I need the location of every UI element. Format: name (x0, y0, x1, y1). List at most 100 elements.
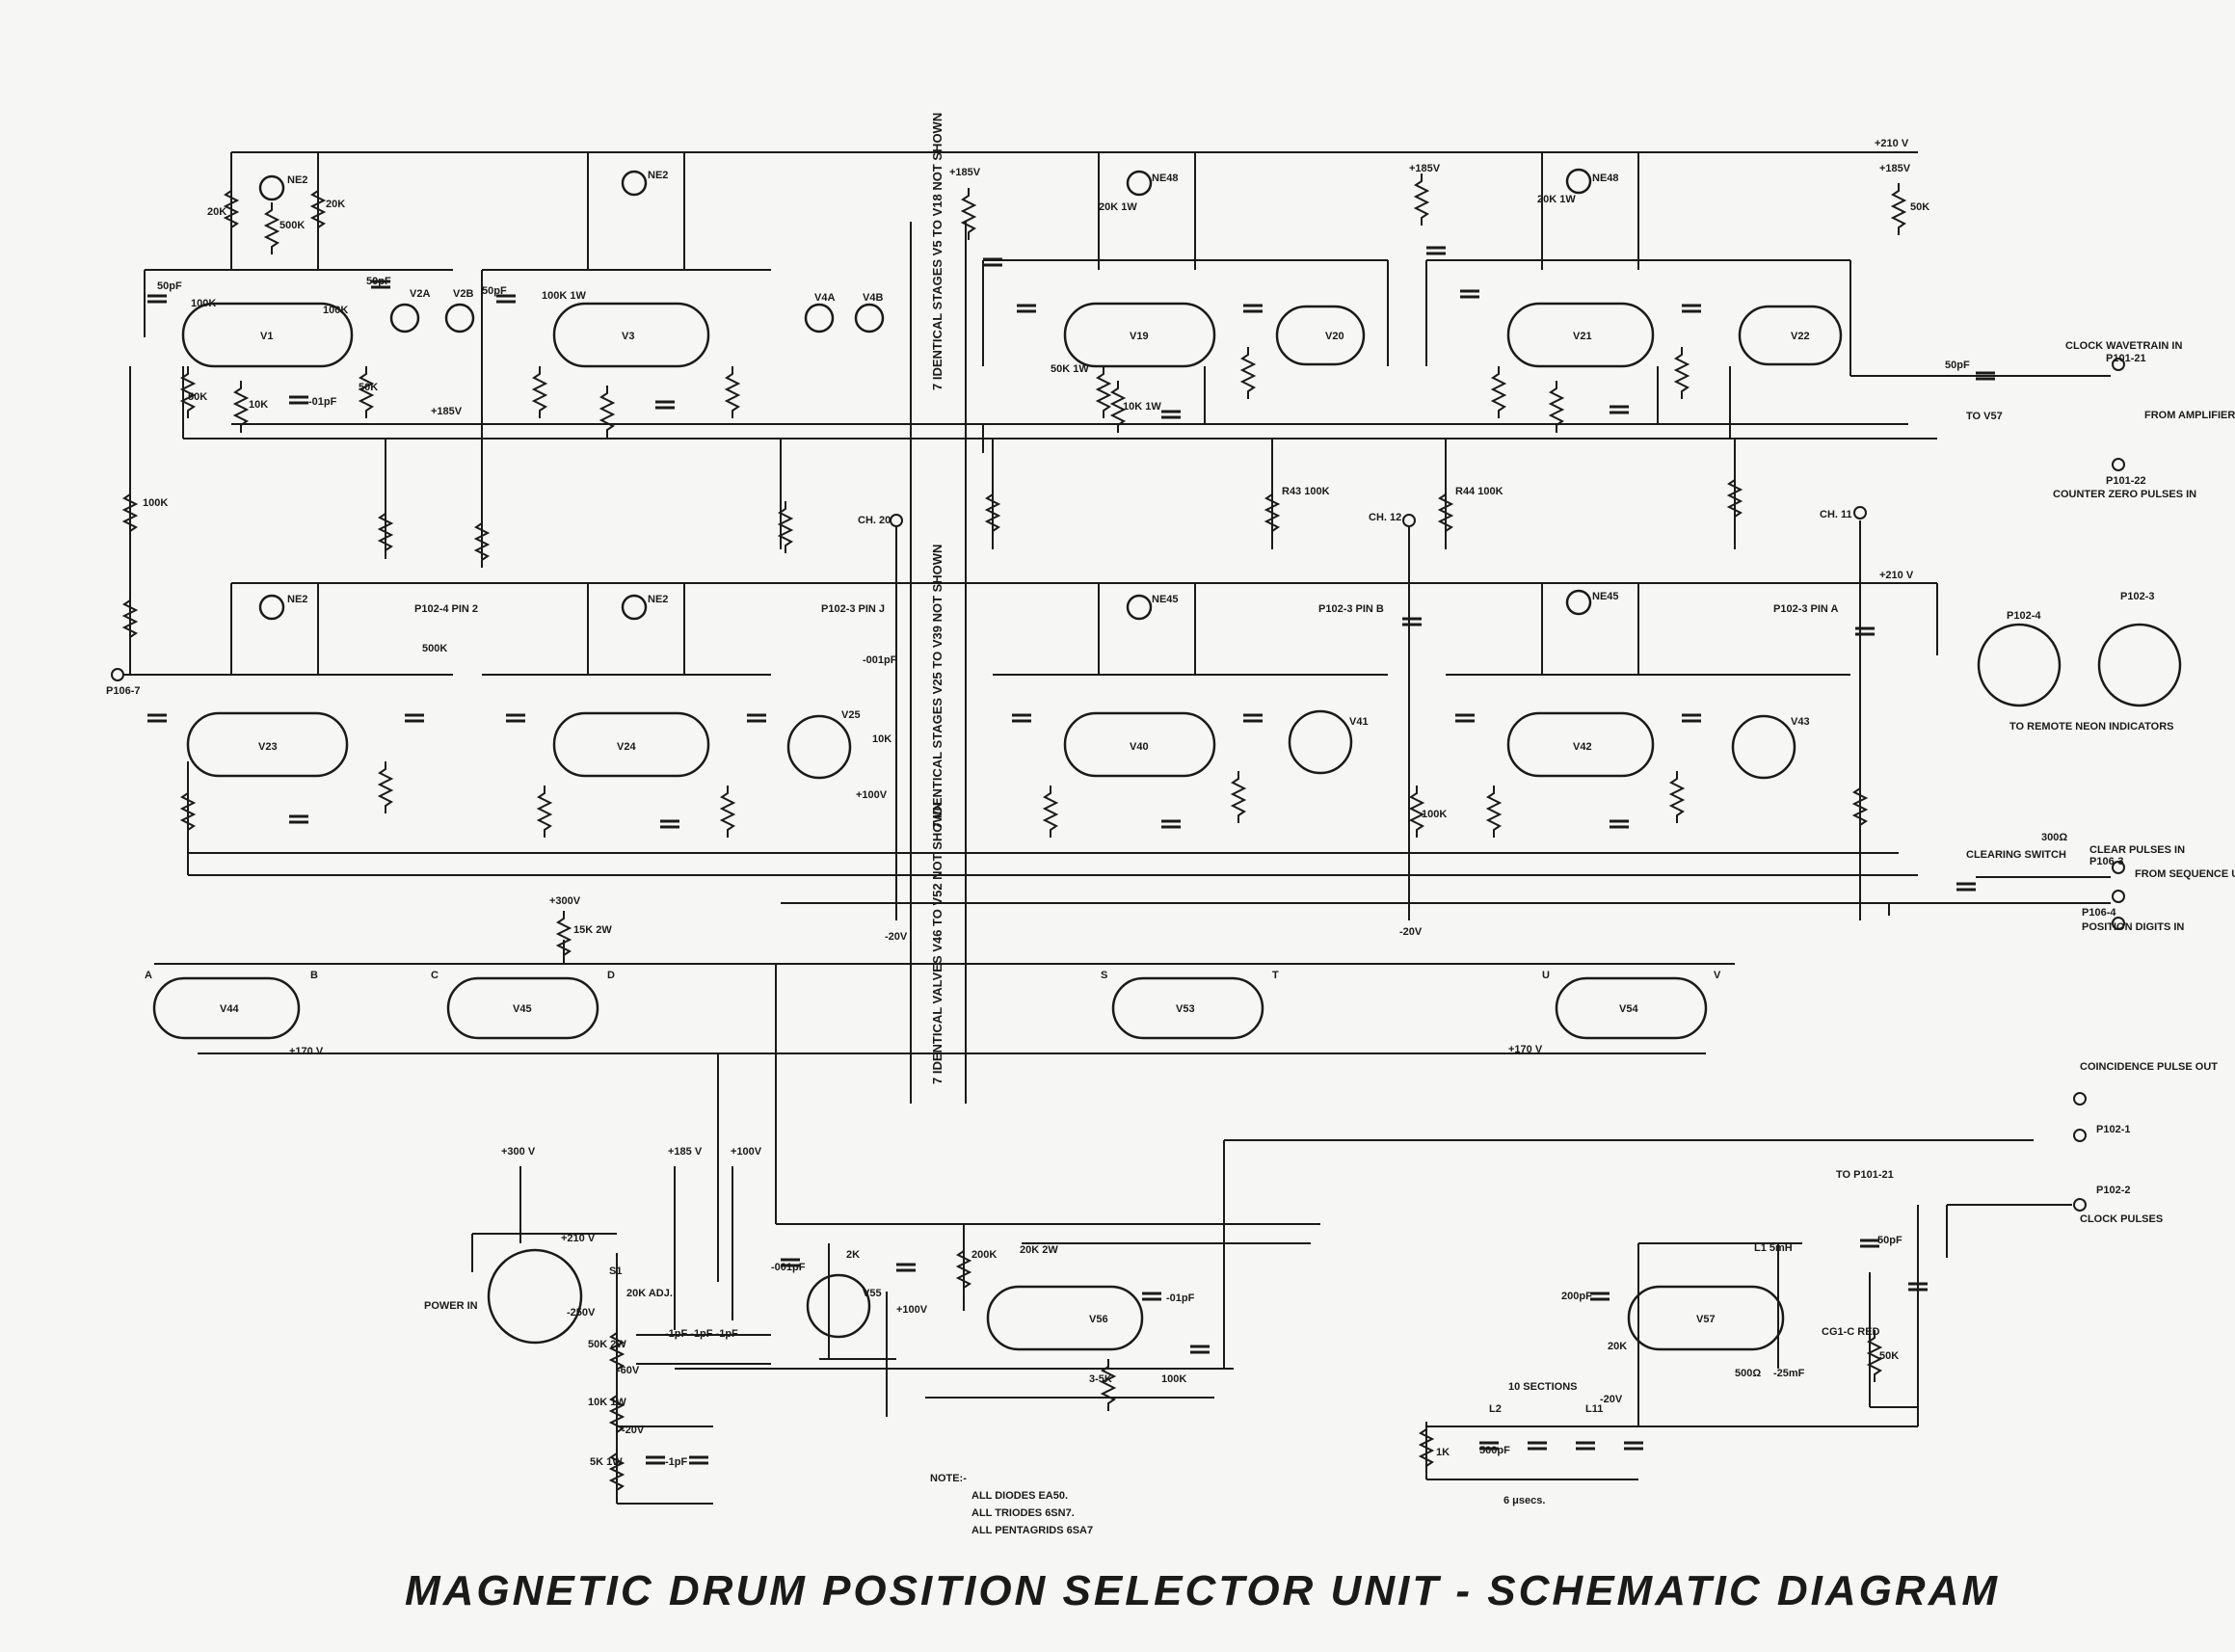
power-adj-label: 20K ADJ. (626, 1288, 673, 1299)
valve-v40 (1063, 711, 1216, 778)
power-185v: +185 V (668, 1146, 703, 1158)
neon-ne2-1 (258, 174, 285, 201)
p102-2-label: P102-2 (2096, 1185, 2130, 1196)
supply-20v-a: -20V (885, 931, 908, 943)
node-d: D (607, 970, 615, 981)
v1-label: V1 (260, 331, 273, 342)
rail-top-label: +210 V (1875, 138, 1909, 149)
cap-50pf-b: 50pF (366, 276, 391, 287)
res-1k: 1K (1436, 1447, 1450, 1458)
node-t: T (1272, 970, 1279, 981)
neon-ne48-2 (1565, 168, 1592, 195)
ch-20-label: CH. 20 (858, 515, 891, 526)
terminals (111, 358, 2125, 1212)
node-s: S (1101, 970, 1107, 981)
power-60v: -60V (617, 1365, 640, 1376)
res-10k-1w: 10K 1W (1123, 401, 1161, 413)
res-2k: 2K (846, 1249, 860, 1261)
valve-v56 (986, 1285, 1144, 1351)
valve-v55 (806, 1273, 871, 1339)
res-500k-row2: 500K (422, 643, 447, 654)
cap-01pf-lower: -01pF (1166, 1292, 1195, 1304)
valve-v19 (1063, 302, 1216, 368)
res-10k: 10K (249, 399, 268, 411)
to-v57-label: TO V57 (1966, 411, 2003, 422)
res-100k-1w: 100K 1W (542, 290, 586, 302)
ne-label-8: NE45 (1592, 591, 1619, 602)
v4a-label: V4A (814, 292, 835, 304)
res-20k-1w-a: 20K 1W (1099, 201, 1137, 213)
node-v: V (1714, 970, 1721, 981)
cap-001pf-row2: -001pF (863, 654, 897, 666)
power-connector (487, 1248, 583, 1345)
valve-v1 (181, 302, 354, 368)
p106-7-label: P106-7 (106, 685, 140, 697)
note-head: NOTE:- (930, 1473, 967, 1484)
power-10k: 10K 1W (588, 1397, 626, 1408)
resistors (123, 173, 1905, 1499)
valve-v45 (446, 976, 599, 1040)
note-line-1: ALL DIODES EA50. (971, 1490, 1068, 1502)
valve-v22 (1738, 305, 1843, 366)
ch-12-label: CH. 12 (1369, 512, 1401, 523)
cap-001pf-lower: -001pF (771, 1262, 806, 1273)
v53-label: V53 (1176, 1003, 1195, 1015)
supply-20v-b: -20V (1399, 926, 1423, 938)
p101-22-label: P101-22 (2106, 475, 2146, 487)
inductor-l1: L1 5mH (1754, 1242, 1793, 1254)
coincidence-out-label: COINCIDENCE PULSE OUT (2080, 1061, 2218, 1073)
res-50k-a: 50K (188, 391, 207, 403)
valve-v43 (1731, 714, 1796, 780)
res-50k-1w: 50K 1W (1051, 363, 1089, 375)
valve-v54 (1555, 976, 1708, 1040)
supply-185-c: +185V (1879, 163, 1911, 174)
to-p101-21-label: TO P101-21 (1836, 1169, 1894, 1181)
connector-p102-3 (2097, 623, 2182, 707)
v3-label: V3 (622, 331, 634, 342)
valve-v41 (1288, 709, 1353, 775)
v2b-label: V2B (453, 288, 473, 300)
p106-3-label: P106-3 (2089, 856, 2123, 867)
plus100-lower: +100V (896, 1304, 928, 1316)
power-50k: 50K 2W (588, 1339, 626, 1350)
valve-v44 (152, 976, 301, 1040)
res-500k: 500K (279, 220, 305, 231)
supply-300v-row3: +300V (549, 895, 581, 907)
capacitors (146, 246, 1997, 1465)
v20-label: V20 (1325, 331, 1344, 342)
valve-v57 (1627, 1285, 1785, 1351)
v22-label: V22 (1791, 331, 1810, 342)
cap-50pf-lower: 50pF (1877, 1235, 1902, 1246)
divider-valves-c: 7 IDENTICAL VALVES V46 TO V52 NOT SHOWN (930, 802, 945, 1084)
page-title: MAGNETIC DRUM POSITION SELECTOR UNIT - S… (405, 1567, 2000, 1614)
power-250v: -250V (567, 1307, 596, 1319)
res-100k-b: 100K (323, 305, 348, 316)
neon-ne2-3 (258, 594, 285, 621)
valve-row-1 (181, 168, 1843, 368)
neon-ne48-1 (1126, 170, 1153, 197)
res-50k-b: 50K (359, 382, 378, 393)
rail-mid-label: +210 V (1879, 570, 1914, 581)
wiring (116, 151, 2111, 1505)
clock-pulses-label: CLOCK PULSES (2080, 1213, 2163, 1225)
cap-200pf: 200pF (1561, 1291, 1592, 1302)
supply-185-b: +185V (1409, 163, 1441, 174)
v42-label: V42 (1573, 741, 1592, 753)
cap-50pf-a: 50pF (157, 280, 182, 292)
v2a-label: V2A (410, 288, 430, 300)
inductor-l2: L2 (1489, 1403, 1502, 1415)
v23-label: V23 (258, 741, 278, 753)
v54-label: V54 (1619, 1003, 1638, 1015)
divider-stages-b: 7 IDENTICAL STAGES V25 TO V39 NOT SHOWN (930, 545, 945, 829)
power-s1-label: S1 (609, 1266, 622, 1277)
valve-row-3 (152, 976, 1708, 1040)
power-in-label: POWER IN (424, 1300, 478, 1312)
sections-label: 10 SECTIONS (1508, 1381, 1578, 1393)
res-50k-right: 50K (1910, 201, 1929, 213)
p101-21-label: P101-21 (2106, 353, 2146, 364)
supply-185-d: +185V (431, 406, 463, 417)
v40-label: V40 (1130, 741, 1149, 753)
valve-v23 (186, 711, 349, 778)
pin-p102-3-j: P102-3 PIN J (821, 603, 885, 615)
